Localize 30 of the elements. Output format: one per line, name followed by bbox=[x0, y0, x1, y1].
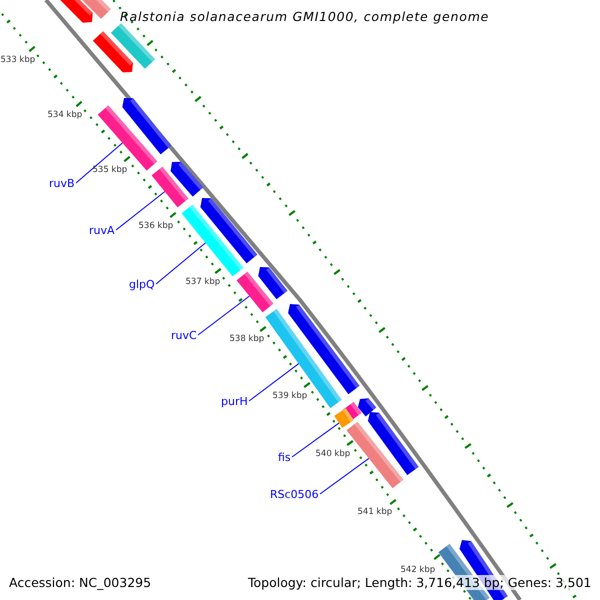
scale-label: 542 kbp bbox=[400, 565, 436, 576]
gene-feature bbox=[182, 204, 244, 276]
accession-text: Accession: NC_003295 bbox=[9, 574, 152, 590]
leader-line bbox=[156, 242, 206, 284]
gene-feature bbox=[236, 272, 274, 312]
scale-label: 534 kbp bbox=[48, 110, 82, 120]
genome-title: Ralstonia solanacearum GMI1000, complete genome bbox=[120, 9, 490, 24]
scale-label: 538 kbp bbox=[230, 334, 264, 344]
gene-label: ruvC bbox=[171, 328, 197, 342]
gene-label: fis bbox=[278, 450, 291, 464]
gene-label: RSc0506 bbox=[270, 488, 319, 501]
gene-label: purH bbox=[221, 394, 248, 408]
scale-label: 536 kbp bbox=[138, 221, 174, 232]
leader-line bbox=[198, 296, 250, 336]
leader-line bbox=[320, 458, 370, 494]
scale-label: 533 kbp bbox=[0, 55, 36, 66]
gene-label: ruvB bbox=[49, 176, 75, 190]
leader-line bbox=[248, 363, 300, 402]
gene-label: glpQ bbox=[129, 278, 155, 291]
scale-label: 540 kbp bbox=[316, 449, 350, 460]
scale-label: 537 kbp bbox=[186, 277, 220, 288]
leader-line bbox=[116, 191, 166, 230]
gene-label: ruvA bbox=[89, 224, 115, 237]
gene-feature bbox=[152, 166, 188, 208]
gene-feature bbox=[265, 308, 342, 408]
scale-label: 539 kbp bbox=[272, 391, 308, 402]
scale-label: 541 kbp bbox=[358, 507, 392, 518]
scale-label: 535 kbp bbox=[92, 165, 128, 176]
leader-line bbox=[76, 142, 123, 184]
gene-feature bbox=[334, 408, 354, 428]
